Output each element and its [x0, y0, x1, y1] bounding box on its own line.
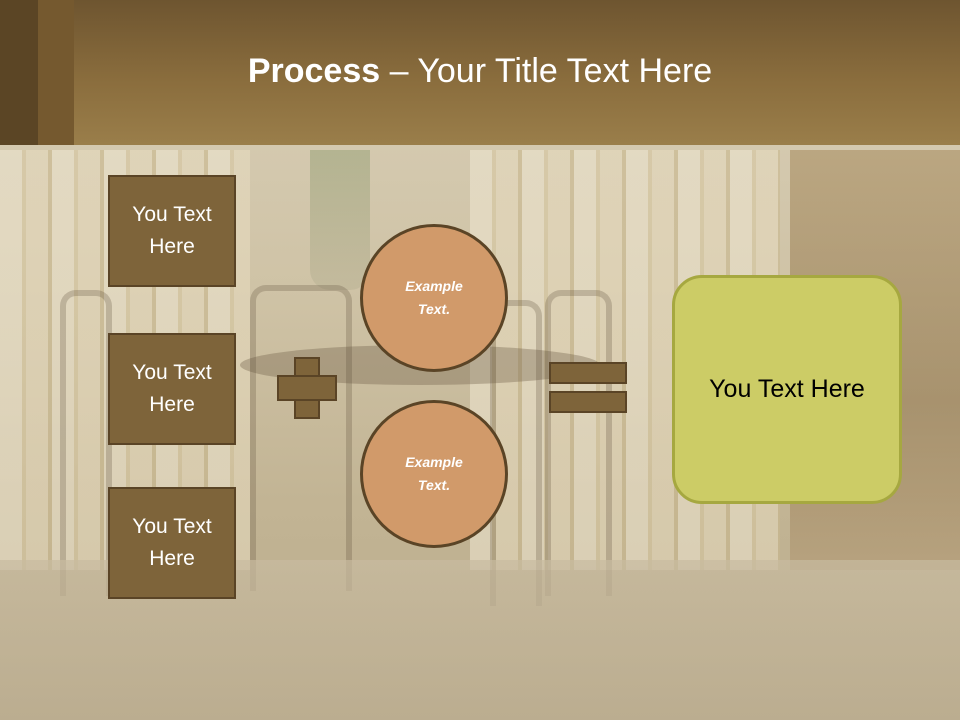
- title-bold: Process: [247, 52, 381, 90]
- vase: [310, 150, 370, 290]
- chair: [60, 290, 112, 596]
- left-text-box-label: You Text Here: [132, 203, 212, 258]
- title-rest: – Your Title Text Here: [380, 52, 713, 90]
- header-band: [0, 0, 38, 145]
- left-text-box-label: You Text Here: [132, 361, 212, 416]
- chair: [545, 290, 612, 596]
- left-text-box-2[interactable]: You Text Here: [108, 333, 236, 445]
- left-text-box-3[interactable]: You Text Here: [108, 487, 236, 599]
- result-box[interactable]: You Text Here: [672, 275, 902, 504]
- example-circle-1[interactable]: Example Text.: [360, 224, 508, 372]
- left-text-box-1[interactable]: You Text Here: [108, 175, 236, 287]
- slide-title[interactable]: Process – Your Title Text Here: [0, 52, 960, 91]
- circle-label: Example Text.: [405, 278, 463, 317]
- header-band: [38, 0, 74, 145]
- example-circle-2[interactable]: Example Text.: [360, 400, 508, 548]
- result-label: You Text Here: [709, 375, 865, 403]
- equals-icon-top-bar: [549, 362, 627, 384]
- plus-icon-center: [296, 377, 318, 399]
- equals-icon-bottom-bar: [549, 391, 627, 413]
- circle-label: Example Text.: [405, 454, 463, 493]
- chair: [250, 285, 352, 591]
- header-bar: [0, 0, 960, 145]
- left-text-box-label: You Text Here: [132, 515, 212, 570]
